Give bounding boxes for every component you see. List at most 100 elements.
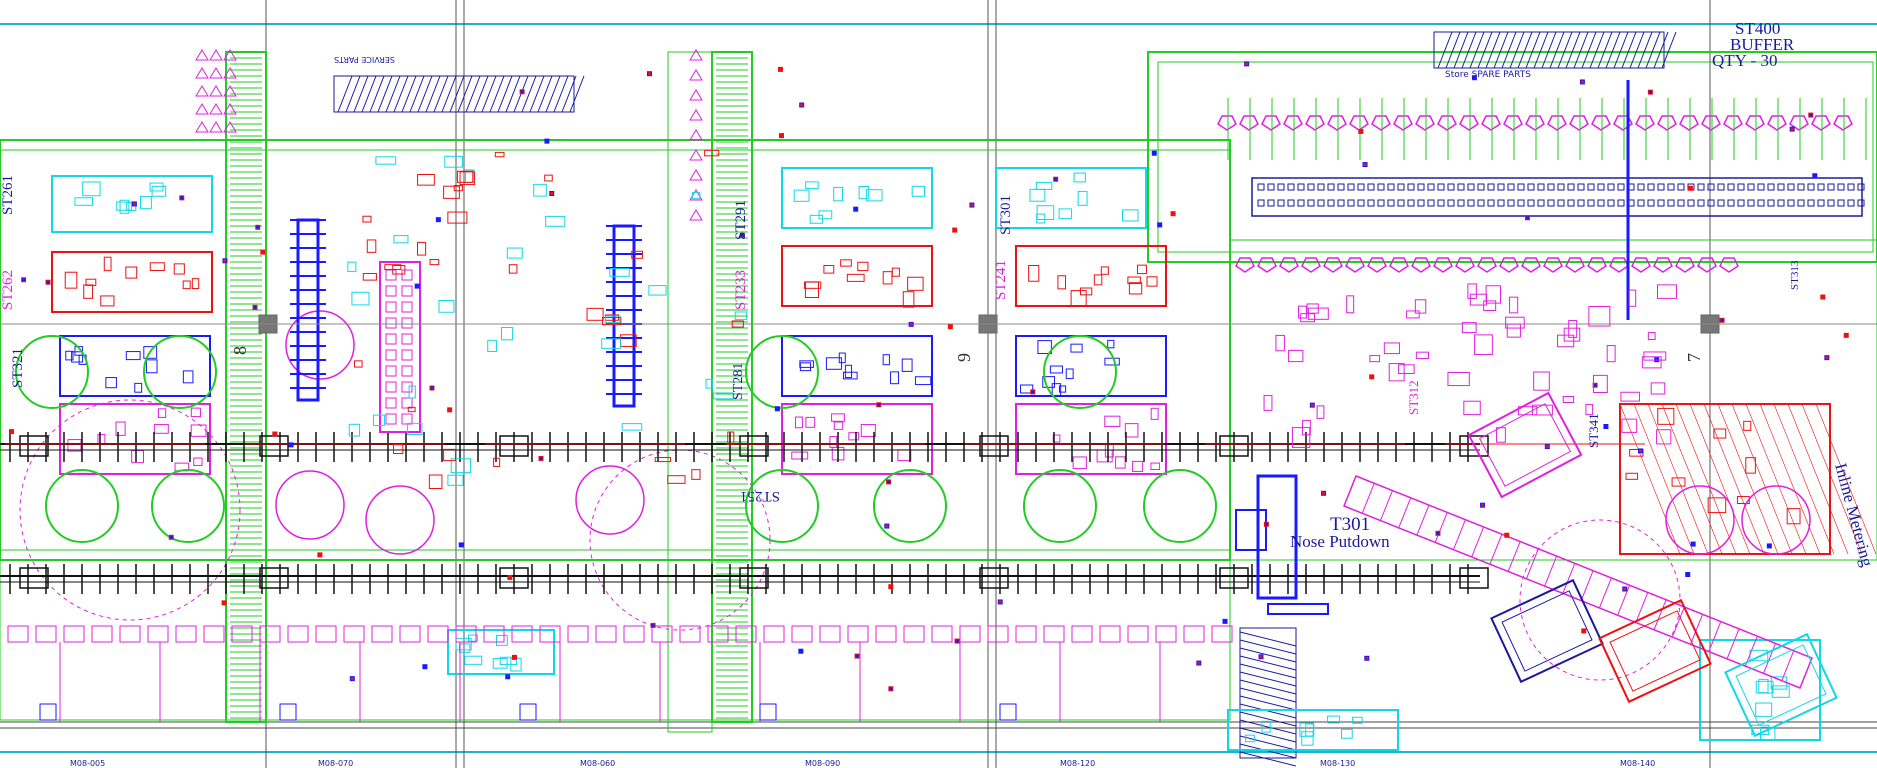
diagonal-roller <box>1763 643 1776 674</box>
clutter-part <box>1620 391 1640 402</box>
tool-slot <box>385 381 397 393</box>
station-label-st261: ST261 <box>0 175 16 215</box>
buffer-slot <box>1757 199 1765 207</box>
robot-part <box>190 424 207 437</box>
bottom-pad <box>999 703 1017 721</box>
robot-part <box>105 377 117 389</box>
red-block <box>781 245 933 307</box>
clutter-part <box>443 185 460 199</box>
robot-part <box>1051 383 1062 396</box>
shelf-hatch <box>1485 31 1501 69</box>
clutter-part <box>1656 429 1672 445</box>
shelf-hatch <box>481 75 497 113</box>
buffer-slot <box>1387 199 1395 207</box>
diagonal-roller <box>1726 628 1740 660</box>
marker-dot <box>222 258 228 264</box>
buffer-slot <box>1397 199 1405 207</box>
shelf-hatch <box>497 75 513 113</box>
clutter-part <box>494 151 505 158</box>
buffer-fixture <box>1433 257 1453 273</box>
buffer-slot <box>1417 183 1425 191</box>
robot-part <box>901 358 913 372</box>
buffer-slot <box>1617 199 1625 207</box>
cyan-part <box>1755 702 1773 717</box>
tool-stand <box>209 103 223 115</box>
cyan-part <box>499 656 518 665</box>
buffer-fixture <box>1349 115 1369 131</box>
clutter-part <box>621 423 643 431</box>
marker-dot <box>422 664 428 670</box>
buffer-slot <box>1377 199 1385 207</box>
red-part <box>85 278 97 286</box>
clutter-part <box>353 360 363 368</box>
marker-dot <box>549 190 555 196</box>
turntable-circle <box>285 310 355 380</box>
clutter-part <box>447 474 464 486</box>
tool-slot <box>385 397 397 409</box>
shelf-hatch <box>345 75 361 113</box>
bottom-station <box>651 625 673 643</box>
bottom-station <box>707 625 729 643</box>
buffer-slot <box>1507 183 1515 191</box>
clutter-part <box>1414 299 1427 314</box>
buffer-slot <box>1547 199 1555 207</box>
tool-slot <box>385 333 397 345</box>
red-hatch <box>1675 403 1737 555</box>
buffer-slot <box>1557 183 1565 191</box>
buffer-slot <box>1777 199 1785 207</box>
marker-dot <box>1690 541 1696 547</box>
marker-dot <box>349 676 355 682</box>
buffer-slot <box>1297 183 1305 191</box>
clutter-part <box>1641 356 1662 369</box>
buffer-slot <box>1637 183 1645 191</box>
cyan-part <box>1771 685 1790 698</box>
red-hatch <box>1773 403 1835 555</box>
bottom-station <box>455 625 477 643</box>
buffer-slot <box>1847 183 1855 191</box>
cyan-part <box>468 634 478 642</box>
clutter-part <box>417 174 435 186</box>
buffer-slot <box>1847 199 1855 207</box>
diagonal-roller <box>1452 519 1466 550</box>
buffer-qty: QTY - 30 <box>1712 51 1777 70</box>
cyan-part <box>116 201 132 211</box>
marker-dot <box>1647 89 1653 95</box>
buffer-slot <box>1377 183 1385 191</box>
bottom-pad <box>519 703 537 721</box>
robot-reach-circle <box>1143 469 1217 543</box>
bottom-station <box>147 625 169 643</box>
shelf-hatch <box>1597 31 1613 69</box>
red-part <box>1713 428 1727 439</box>
marker-dot <box>1263 521 1269 527</box>
shelf-hatch <box>489 75 505 113</box>
red-part <box>891 267 900 277</box>
tool-slot <box>385 413 397 425</box>
buffer-slot <box>1707 199 1715 207</box>
robot-reach-circle <box>873 469 947 543</box>
shelf-hatch <box>1239 663 1297 679</box>
buffer-slot <box>1287 199 1295 207</box>
buffer-slot <box>1667 199 1675 207</box>
buffer-slot <box>1467 199 1475 207</box>
marker-dot <box>1579 79 1585 85</box>
buffer-fixture <box>1569 115 1589 131</box>
shelf-hatch <box>393 75 409 113</box>
cyan-block <box>781 167 933 229</box>
shelf-hatch <box>1493 31 1509 69</box>
marker-dot <box>884 523 890 529</box>
tool-slot <box>401 365 413 377</box>
tool-stand <box>223 49 237 61</box>
station-label-st233: ST233 <box>733 270 749 310</box>
buffer-fixture <box>1657 115 1677 131</box>
marker-dot <box>777 66 783 72</box>
shelf-hatch <box>377 75 393 113</box>
robot-part <box>157 408 167 418</box>
buffer-fixture <box>1345 257 1365 273</box>
red-hatch <box>1801 403 1863 555</box>
clutter-part <box>1621 418 1638 433</box>
cyan-part <box>1261 720 1271 733</box>
tool-rack <box>379 261 421 433</box>
bottom-station <box>511 625 533 643</box>
cyan-part <box>793 189 810 202</box>
bottom-station <box>203 625 225 643</box>
